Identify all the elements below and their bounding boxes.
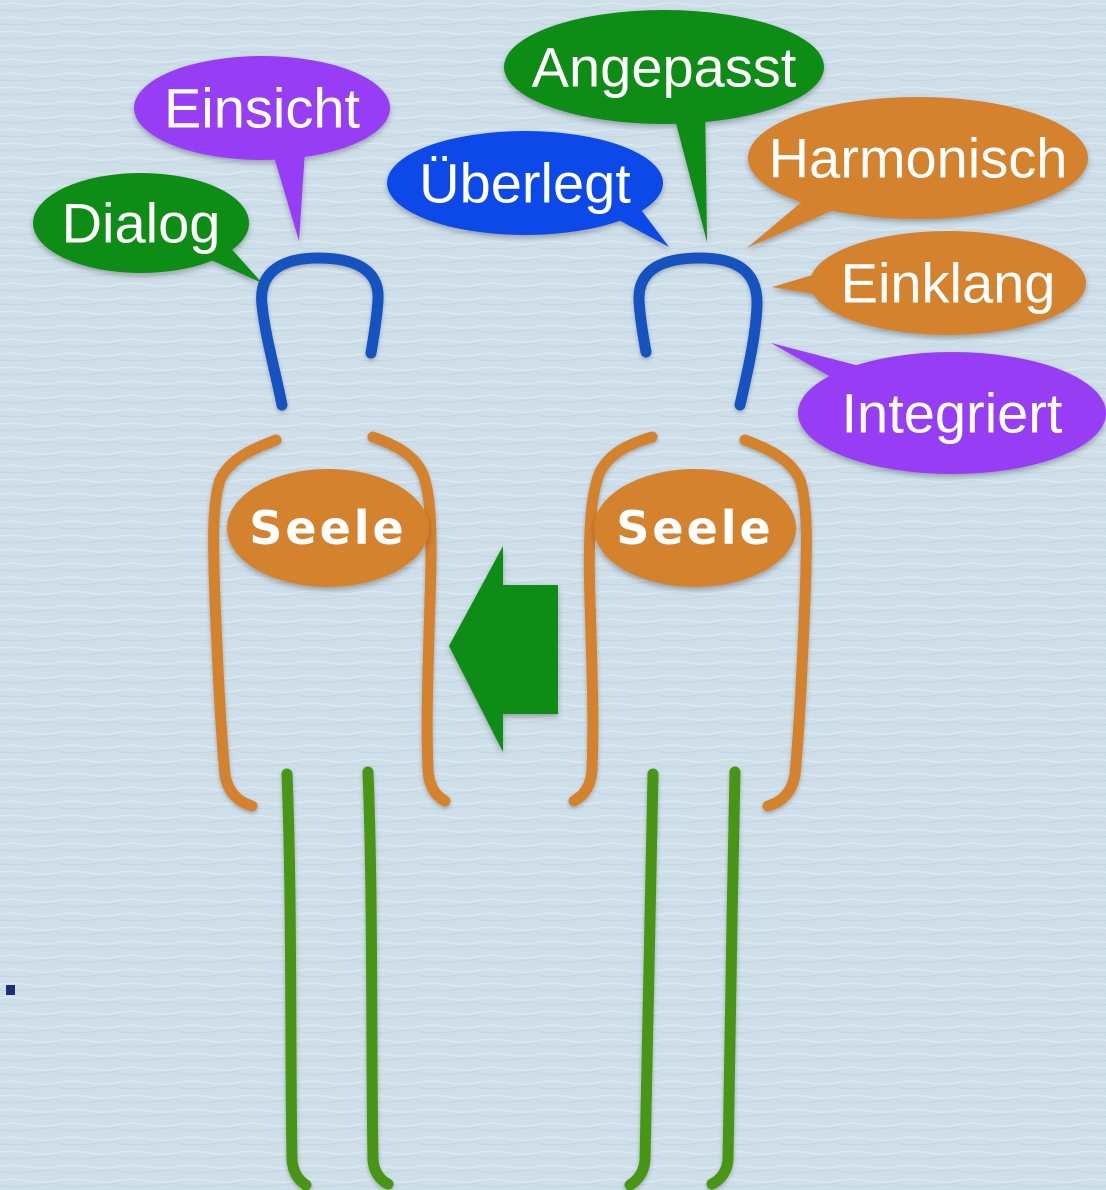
- bubble-dialog-label: Dialog: [62, 192, 221, 255]
- bubble-einsicht-label: Einsicht: [164, 77, 361, 140]
- bubble-einklang-label: Einklang: [841, 252, 1056, 315]
- bubble-harmonisch-label: Harmonisch: [769, 127, 1068, 190]
- bubble-ueberlegt-label: Überlegt: [419, 152, 631, 215]
- right-soul-label: Seele: [616, 501, 774, 555]
- bubble-integriert-label: Integriert: [842, 382, 1063, 445]
- marker-dot: [6, 985, 15, 995]
- bubble-angepasst-label: Angepasst: [532, 36, 797, 99]
- left-soul-bubble: Seele: [227, 469, 429, 587]
- right-soul-bubble: Seele: [594, 469, 796, 587]
- left-soul-label: Seele: [249, 501, 407, 555]
